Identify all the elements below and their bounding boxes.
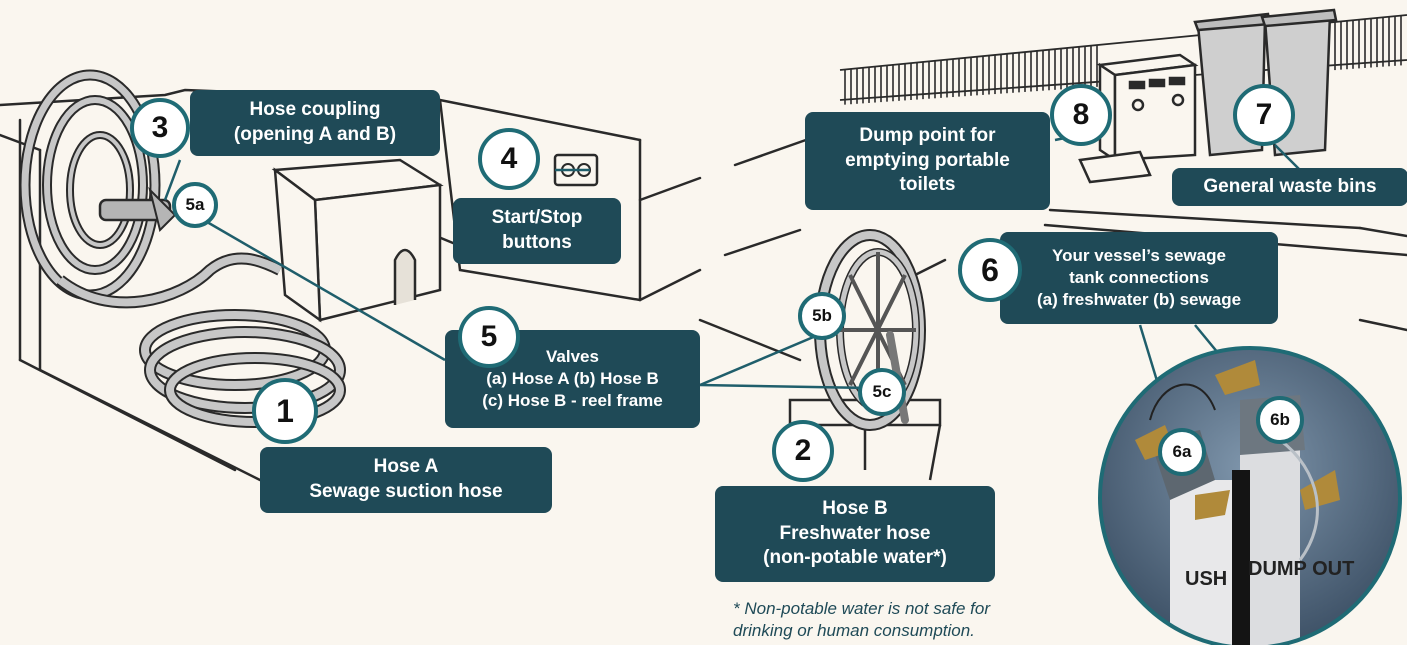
pipe-right-text: DUMP OUT (1248, 558, 1354, 580)
label-start-stop-line-1: Start/Stop (491, 207, 583, 229)
label-valves-line-3: (c) Hose B - reel frame (482, 391, 663, 411)
badge-4: 4 (478, 128, 540, 190)
hose-reel-icon (19, 69, 283, 309)
label-dump-point-line-1: Dump point for (859, 124, 996, 146)
pump-box-icon (271, 158, 444, 323)
label-hose-coupling-line-2: (opening A and B) (233, 124, 397, 145)
label-valves-line-2: (a) Hose A (b) Hose B (486, 368, 659, 388)
dump-station-icon (1078, 53, 1199, 184)
label-hose-b-line-2: Freshwater hose (779, 522, 931, 544)
badge-1: 1 (252, 378, 318, 444)
label-hose-b-line-3: (non-potable water*) (763, 547, 947, 569)
label-hose-coupling: Hose coupling (opening A and B) (190, 90, 440, 156)
fence-pickets (844, 15, 1402, 105)
footnote: * Non-potable water is not safe for drin… (733, 598, 1063, 642)
badge-5c: 5c (858, 368, 906, 416)
badge-6: 6 (958, 238, 1022, 302)
badge-6b: 6b (1256, 396, 1304, 444)
label-waste-bins-line-1: General waste bins (1203, 175, 1377, 197)
footnote-line-2: drinking or human consumption. (733, 621, 975, 641)
footnote-line-1: * Non-potable water is not safe for (733, 599, 991, 618)
label-dump-point: Dump point for emptying portable toilets (805, 112, 1050, 210)
label-tank-connections-line-2: tank connections (1069, 267, 1209, 287)
badge-5b: 5b (798, 292, 846, 340)
badge-8: 8 (1050, 84, 1112, 146)
label-tank-connections-line-1: Your vessel’s sewage (1052, 245, 1226, 265)
label-hose-b-line-1: Hose B (822, 497, 888, 519)
badge-5: 5 (458, 306, 520, 368)
label-start-stop-line-2: buttons (502, 232, 572, 253)
label-hose-coupling-line-1: Hose coupling (249, 99, 381, 121)
label-dump-point-line-3: toilets (899, 174, 956, 196)
badge-3: 3 (130, 98, 190, 158)
badge-6a: 6a (1158, 428, 1206, 476)
label-hose-b: Hose B Freshwater hose (non-potable water*… (715, 486, 995, 582)
label-hose-a: Hose A Sewage suction hose (260, 447, 552, 513)
label-valves-line-1: Valves (546, 346, 599, 366)
badge-5a: 5a (172, 182, 218, 228)
badge-7: 7 (1233, 84, 1295, 146)
label-waste-bins: General waste bins (1172, 168, 1407, 206)
label-dump-point-line-2: emptying portable (845, 149, 1010, 171)
label-hose-a-line-2: Sewage suction hose (309, 481, 503, 502)
label-start-stop: Start/Stop buttons (453, 198, 621, 264)
pipe-left-text: USH (1185, 568, 1227, 590)
tank-pipes-photo: USH DUMP OUT (1098, 346, 1402, 645)
label-tank-connections-line-3: (a) freshwater (b) sewage (1036, 290, 1242, 310)
coiled-hose-icon (139, 309, 346, 428)
badge-2: 2 (772, 420, 834, 482)
label-hose-a-line-1: Hose A (373, 456, 439, 478)
